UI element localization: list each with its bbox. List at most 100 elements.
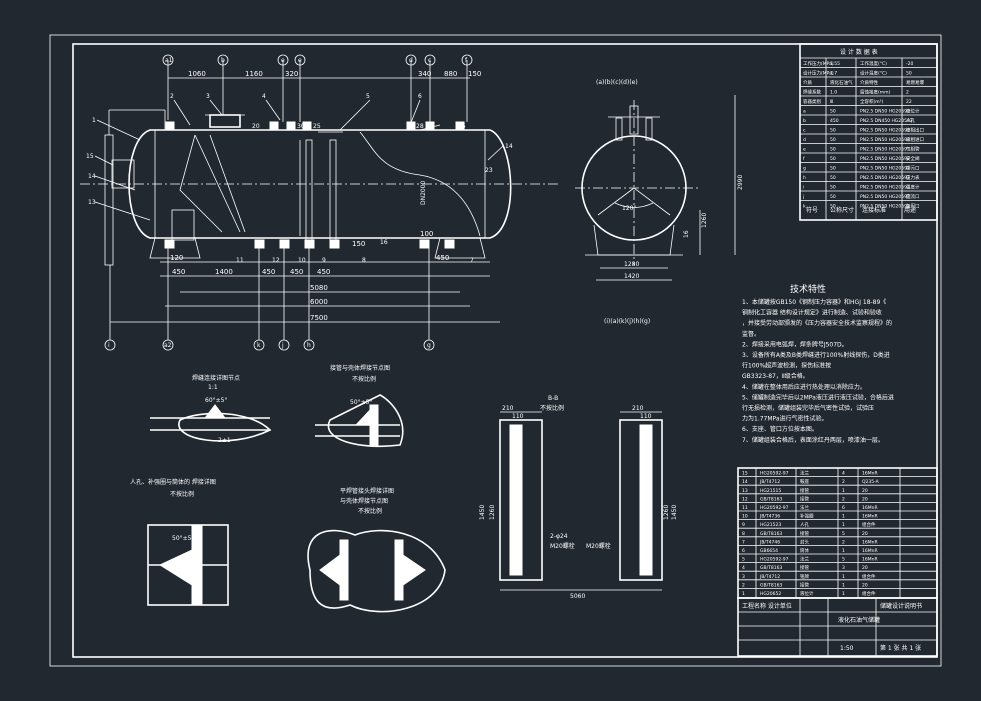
bot-dim-1: 120 xyxy=(170,254,183,262)
parts-cell: JB/T4712 xyxy=(759,574,780,580)
svg-text:20: 20 xyxy=(252,123,260,130)
svg-text:a2: a2 xyxy=(164,342,172,349)
parts-cell: 16MnR xyxy=(862,539,878,545)
design-cell: 50 xyxy=(830,185,836,191)
tech-line: 1、本储罐按GB150《钢制压力容器》和HGJ 18-89《 xyxy=(742,298,886,306)
design-cell: PN2.5 DN50 HG20592 xyxy=(860,137,910,143)
design-cell: 压力表 xyxy=(906,174,920,181)
svg-text:210: 210 xyxy=(502,405,514,412)
parts-cell: 接管 xyxy=(800,564,809,571)
design-cell: 50 xyxy=(830,166,836,172)
svg-text:b: b xyxy=(221,57,225,64)
svg-text:1: 1 xyxy=(92,117,96,124)
top-dim-4: 340 xyxy=(418,70,431,78)
svg-text:与壳体焊接节点图: 与壳体焊接节点图 xyxy=(340,497,388,505)
svg-text:人孔、补强圈与筒体的 焊接详图: 人孔、补强圈与筒体的 焊接详图 xyxy=(130,478,216,486)
bot-dim-9: 7500 xyxy=(310,314,328,322)
parts-cell: 接管 xyxy=(800,530,809,537)
design-cell: 50 xyxy=(830,156,836,162)
parts-cell: 5 xyxy=(842,557,845,563)
svg-text:2: 2 xyxy=(170,93,174,100)
parts-cell: 补强圈 xyxy=(800,513,814,520)
parts-cell: Q235-A xyxy=(862,479,880,485)
svg-text:14: 14 xyxy=(505,143,513,150)
tech-line: 行无损检测，储罐组装完毕后气密性试验，试验压 xyxy=(742,404,874,412)
parts-cell: 16MnR xyxy=(862,557,878,563)
svg-text:7: 7 xyxy=(470,257,474,264)
parts-cell: 4 xyxy=(742,565,745,571)
top-dim-2: 1160 xyxy=(245,70,263,78)
design-cell: -20 xyxy=(906,61,913,67)
bot-dim-6: 450 xyxy=(317,268,330,276)
parts-cell: 接管 xyxy=(800,487,809,494)
svg-text:e: e xyxy=(281,57,285,64)
svg-text:110: 110 xyxy=(640,413,652,420)
svg-text:i: i xyxy=(108,342,110,349)
svg-text:2±1: 2±1 xyxy=(218,437,231,444)
tech-title: 技术特性 xyxy=(790,283,826,295)
parts-cell: JB/T4746 xyxy=(759,539,780,545)
svg-text:B-B: B-B xyxy=(548,395,558,402)
design-cell: 液相进口 xyxy=(906,136,924,143)
svg-text:2-φ24: 2-φ24 xyxy=(550,533,568,540)
design-cell: 22 xyxy=(906,99,912,105)
tech-line: 5、储罐制造完毕后以2MPa液压进行液压试验，合格后进 xyxy=(742,393,894,401)
parts-cell: GB/T8163 xyxy=(760,565,782,571)
svg-text:9: 9 xyxy=(322,257,326,264)
parts-cell: 铭牌 xyxy=(800,573,809,580)
svg-text:g: g xyxy=(427,342,431,349)
parts-cell: 接管 xyxy=(800,581,809,588)
diameter-label: DN2000 xyxy=(420,180,427,205)
parts-cell: 5 xyxy=(742,557,745,563)
design-cell: 50 xyxy=(830,175,836,181)
design-cell: 50 xyxy=(830,128,836,134)
parts-cell: JB/T4712 xyxy=(759,479,780,485)
design-cell: 设计温度(°C) xyxy=(860,70,887,77)
svg-text:210: 210 xyxy=(632,405,644,412)
parts-cell: 2 xyxy=(842,479,845,485)
svg-text:用途: 用途 xyxy=(904,206,916,214)
tech-line: 7、储罐组装合格后，表面涂红丹两层，喷漆油一层。 xyxy=(742,436,884,444)
svg-text:平焊管接头焊接详图: 平焊管接头焊接详图 xyxy=(340,487,394,495)
design-cell: PN2.5 DN450 HG20592 xyxy=(860,118,913,124)
svg-text:不按比例: 不按比例 xyxy=(352,375,376,383)
side-dim-a: 1280 xyxy=(624,261,639,268)
title-scale: 1:50 xyxy=(840,645,854,652)
svg-text:公称尺寸: 公称尺寸 xyxy=(830,206,854,214)
parts-cell: 8 xyxy=(742,531,745,537)
design-cell: f xyxy=(803,156,805,162)
design-cell: 50 xyxy=(830,194,836,200)
tech-line: 6、支座、管口方位按本图。 xyxy=(742,425,818,433)
parts-cell: 15 xyxy=(742,471,748,477)
svg-text:1450: 1450 xyxy=(671,505,678,520)
parts-cell: 法兰 xyxy=(800,470,809,477)
design-cell: 液化石油气 xyxy=(830,79,853,86)
tech-line: 4、储罐在整体用后应进行热处理以消除应力。 xyxy=(742,383,866,391)
design-cell: PN2.5 DN50 HG20592 xyxy=(860,166,910,172)
design-cell: 腐蚀裕度(mm) xyxy=(860,89,891,96)
svg-text:接管与壳体焊接节点图: 接管与壳体焊接节点图 xyxy=(330,364,390,372)
detail-4: 平焊管接头焊接详图 与壳体焊接节点图 不按比例 xyxy=(307,487,446,613)
part-callouts: 1 2 3 4 5 6 13 14 15 11 12 10 9 8 7 14 xyxy=(86,93,513,264)
side-dim-2: 100 xyxy=(420,230,433,238)
parts-cell: 组合件 xyxy=(862,573,876,580)
svg-text:不按比例: 不按比例 xyxy=(358,507,382,515)
svg-text:6: 6 xyxy=(418,93,422,100)
svg-text:110: 110 xyxy=(512,413,524,420)
design-cell: i xyxy=(803,185,804,191)
parts-cell: 10 xyxy=(742,514,748,520)
design-cell: j xyxy=(802,194,804,200)
parts-cell: JB/T4736 xyxy=(759,514,780,520)
svg-text:3: 3 xyxy=(206,93,210,100)
design-cell: 易燃易爆 xyxy=(906,79,924,86)
tech-line: 2、焊接采用电弧焊，焊条牌号J507D。 xyxy=(742,340,848,348)
parts-cell: 7 xyxy=(742,539,745,545)
design-cell: 50 xyxy=(830,204,836,210)
parts-cell: 1 xyxy=(842,582,845,588)
svg-text:1:1: 1:1 xyxy=(208,384,218,391)
parts-cell: HG21523 xyxy=(760,522,781,528)
parts-cell: HG20592-97 xyxy=(760,505,789,511)
parts-cell: 1 xyxy=(842,488,845,494)
parts-cell: 11 xyxy=(742,505,748,511)
design-cell: 介质特性 xyxy=(860,79,878,86)
